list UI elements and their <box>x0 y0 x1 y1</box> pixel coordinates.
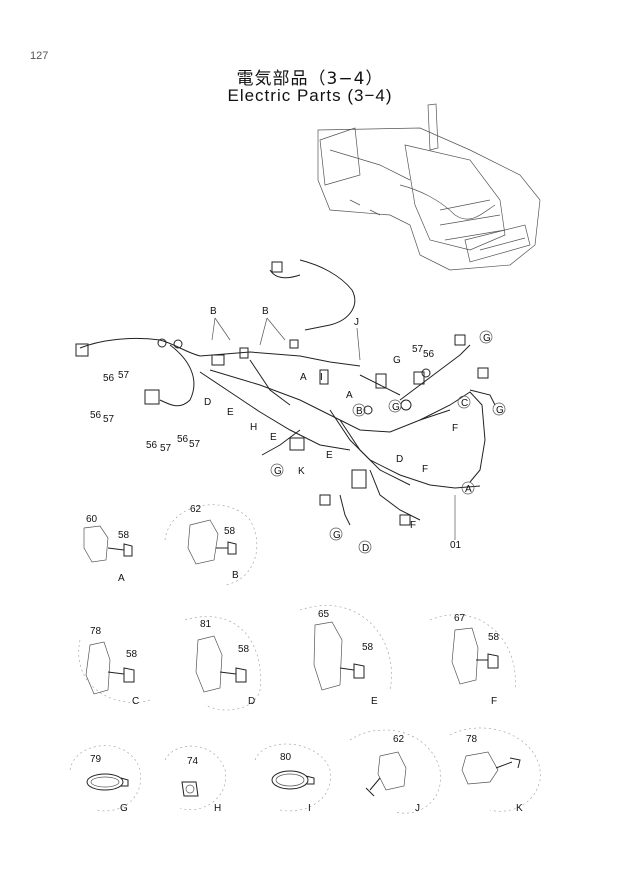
detail-letter: J <box>415 803 420 814</box>
callout-letter: F <box>410 520 416 531</box>
detail-letter: H <box>214 803 221 814</box>
detail-letter: C <box>132 696 139 707</box>
title-english: Electric Parts (3−4) <box>227 86 393 105</box>
callout-number: 56 <box>177 434 189 445</box>
callout-letter: B <box>262 306 269 317</box>
callout-letter: G <box>392 402 400 413</box>
callout-letter: G <box>274 466 282 477</box>
detail-letter: F <box>491 696 497 707</box>
callout-letter: G <box>483 333 491 344</box>
callout-letter: I <box>320 372 323 383</box>
callout-letter: D <box>362 543 369 554</box>
detail-j: 62 J <box>349 729 441 814</box>
detail-part-number: 74 <box>187 756 199 767</box>
callout-letter: D <box>204 397 211 408</box>
callout-letter: D <box>396 454 403 465</box>
machine-overview-illustration <box>317 103 541 271</box>
detail-i: 80 I <box>254 743 331 814</box>
callout-letter: F <box>422 464 428 475</box>
callout-letter: E <box>326 450 333 461</box>
callout-letter: A <box>300 372 307 383</box>
callout-letter: E <box>270 432 277 443</box>
title-japanese: 電気部品（3−4） <box>236 69 384 89</box>
detail-letter: K <box>516 803 523 814</box>
detail-part-number: 79 <box>90 754 102 765</box>
detail-part-number: 78 <box>90 626 102 637</box>
detail-part-number: 58 <box>118 530 130 541</box>
detail-letter: E <box>371 696 378 707</box>
callout-letter: G <box>496 405 504 416</box>
detail-part-number: 62 <box>190 504 202 515</box>
callout-number: 57 <box>160 443 172 454</box>
callout-letter: G <box>393 355 401 366</box>
detail-part-number: 58 <box>488 632 500 643</box>
callout-number: 57 <box>412 344 424 355</box>
detail-d: 81 58 D <box>184 616 261 711</box>
callout-number: 56 <box>90 410 102 421</box>
callout-letter: J <box>354 317 359 328</box>
detail-letter: D <box>248 696 255 707</box>
detail-letter: B <box>232 570 239 581</box>
page-number: 127 <box>30 50 49 62</box>
detail-h: 74 H <box>164 745 226 814</box>
detail-letter: G <box>120 803 128 814</box>
callout-letter: A <box>346 390 353 401</box>
callout-letter: H <box>250 422 257 433</box>
detail-letter: I <box>308 803 311 814</box>
detail-part-number: 78 <box>466 734 478 745</box>
detail-f: 67 58 F <box>429 613 516 707</box>
main-wiring-harness <box>75 259 496 526</box>
detail-part-number: 67 <box>454 613 466 624</box>
detail-b: 62 58 B <box>164 504 258 586</box>
detail-e: 65 58 E <box>299 605 392 707</box>
detail-part-number: 58 <box>238 644 250 655</box>
callout-number: 56 <box>146 440 158 451</box>
callout-number: 57 <box>103 414 115 425</box>
detail-a: 60 58 A <box>83 514 133 584</box>
detail-part-number: 80 <box>280 752 292 763</box>
detail-c: 78 58 C <box>78 626 151 707</box>
callout-letter: G <box>333 530 341 541</box>
detail-part-number: 81 <box>200 619 212 630</box>
callout-letter: K <box>298 466 305 477</box>
detail-part-number: 58 <box>224 526 236 537</box>
detail-k: 78 K <box>449 727 541 814</box>
callout-letter: E <box>227 407 234 418</box>
callout-letter: F <box>452 423 458 434</box>
callout-letter: B <box>356 406 363 417</box>
detail-part-number: 58 <box>362 642 374 653</box>
callout-letter: A <box>465 484 472 495</box>
callout-number: 56 <box>423 349 435 360</box>
callout-letter: C <box>461 398 468 409</box>
detail-letter: A <box>118 573 125 584</box>
callout-number: 57 <box>189 439 201 450</box>
detail-part-number: 65 <box>318 609 330 620</box>
callout-harness: 01 <box>450 540 462 551</box>
detail-part-number: 60 <box>86 514 98 525</box>
detail-g: 79 G <box>69 745 141 814</box>
detail-part-number: 62 <box>393 734 405 745</box>
detail-part-number: 58 <box>126 649 138 660</box>
callout-number: 56 <box>103 373 115 384</box>
callout-letter: B <box>210 306 217 317</box>
main-callouts: B B J A I A B G G C G G D E H E G K E F … <box>90 306 506 554</box>
callout-number: 57 <box>118 370 130 381</box>
